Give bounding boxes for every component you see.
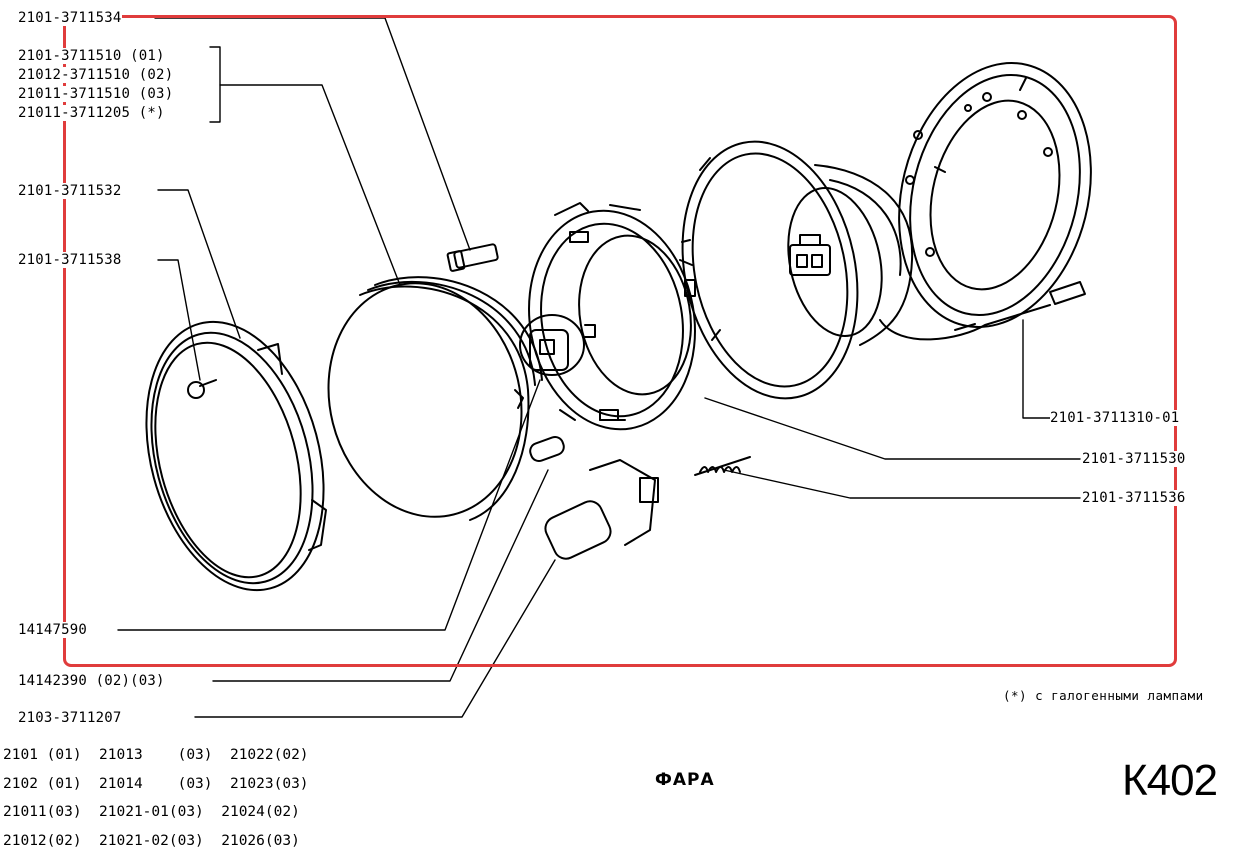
- adjusting-screw: [447, 244, 498, 271]
- model-row: 21012(02) 21021-02(03) 21026(03): [3, 827, 309, 855]
- spring: [695, 457, 750, 475]
- label-14142390: 14142390 (02)(03): [18, 673, 165, 689]
- label-2101-3711536: 2101-3711536: [1082, 490, 1186, 506]
- label-2101-3711532: 2101-3711532: [18, 183, 122, 199]
- halogen-note: (*) с галогенными лампами: [1003, 688, 1204, 703]
- label-lens-03: 21011-3711510 (03): [18, 86, 173, 102]
- label-2101-3711538: 2101-3711538: [18, 252, 122, 268]
- headlight-lens: [304, 263, 545, 538]
- label-2101-3711534: 2101-3711534: [18, 10, 122, 26]
- label-2101-3711310-01: 2101-3711310-01: [1050, 410, 1179, 426]
- catalog-code: К402: [1122, 756, 1217, 806]
- page-title: ФАРА: [655, 770, 715, 790]
- model-list: 2101 (01) 21013 (03) 21022(02) 2102 (01)…: [3, 741, 309, 855]
- label-14147590: 14147590: [18, 622, 87, 638]
- headlight-housing: [660, 125, 912, 415]
- small-bulb: [528, 435, 566, 464]
- parking-bulb: [520, 315, 595, 375]
- rim-screw: [188, 380, 216, 398]
- model-row: 2101 (01) 21013 (03) 21022(02): [3, 741, 309, 770]
- model-row: 21011(03) 21021-01(03) 21024(02): [3, 798, 309, 827]
- reflector-ring: [512, 197, 712, 442]
- label-lens-01: 2101-3711510 (01): [18, 48, 165, 64]
- label-2103-3711207: 2103-3711207: [18, 710, 122, 726]
- model-row: 2102 (01) 21014 (03) 21023(03): [3, 770, 309, 799]
- headlight-rim: [118, 302, 351, 610]
- halogen-bulb: [542, 460, 658, 563]
- label-2101-3711530: 2101-3711530: [1082, 451, 1186, 467]
- label-lens-halogen: 21011-3711205 (*): [18, 105, 165, 121]
- mounting-ring: [872, 42, 1117, 347]
- label-lens-02: 21012-3711510 (02): [18, 67, 173, 83]
